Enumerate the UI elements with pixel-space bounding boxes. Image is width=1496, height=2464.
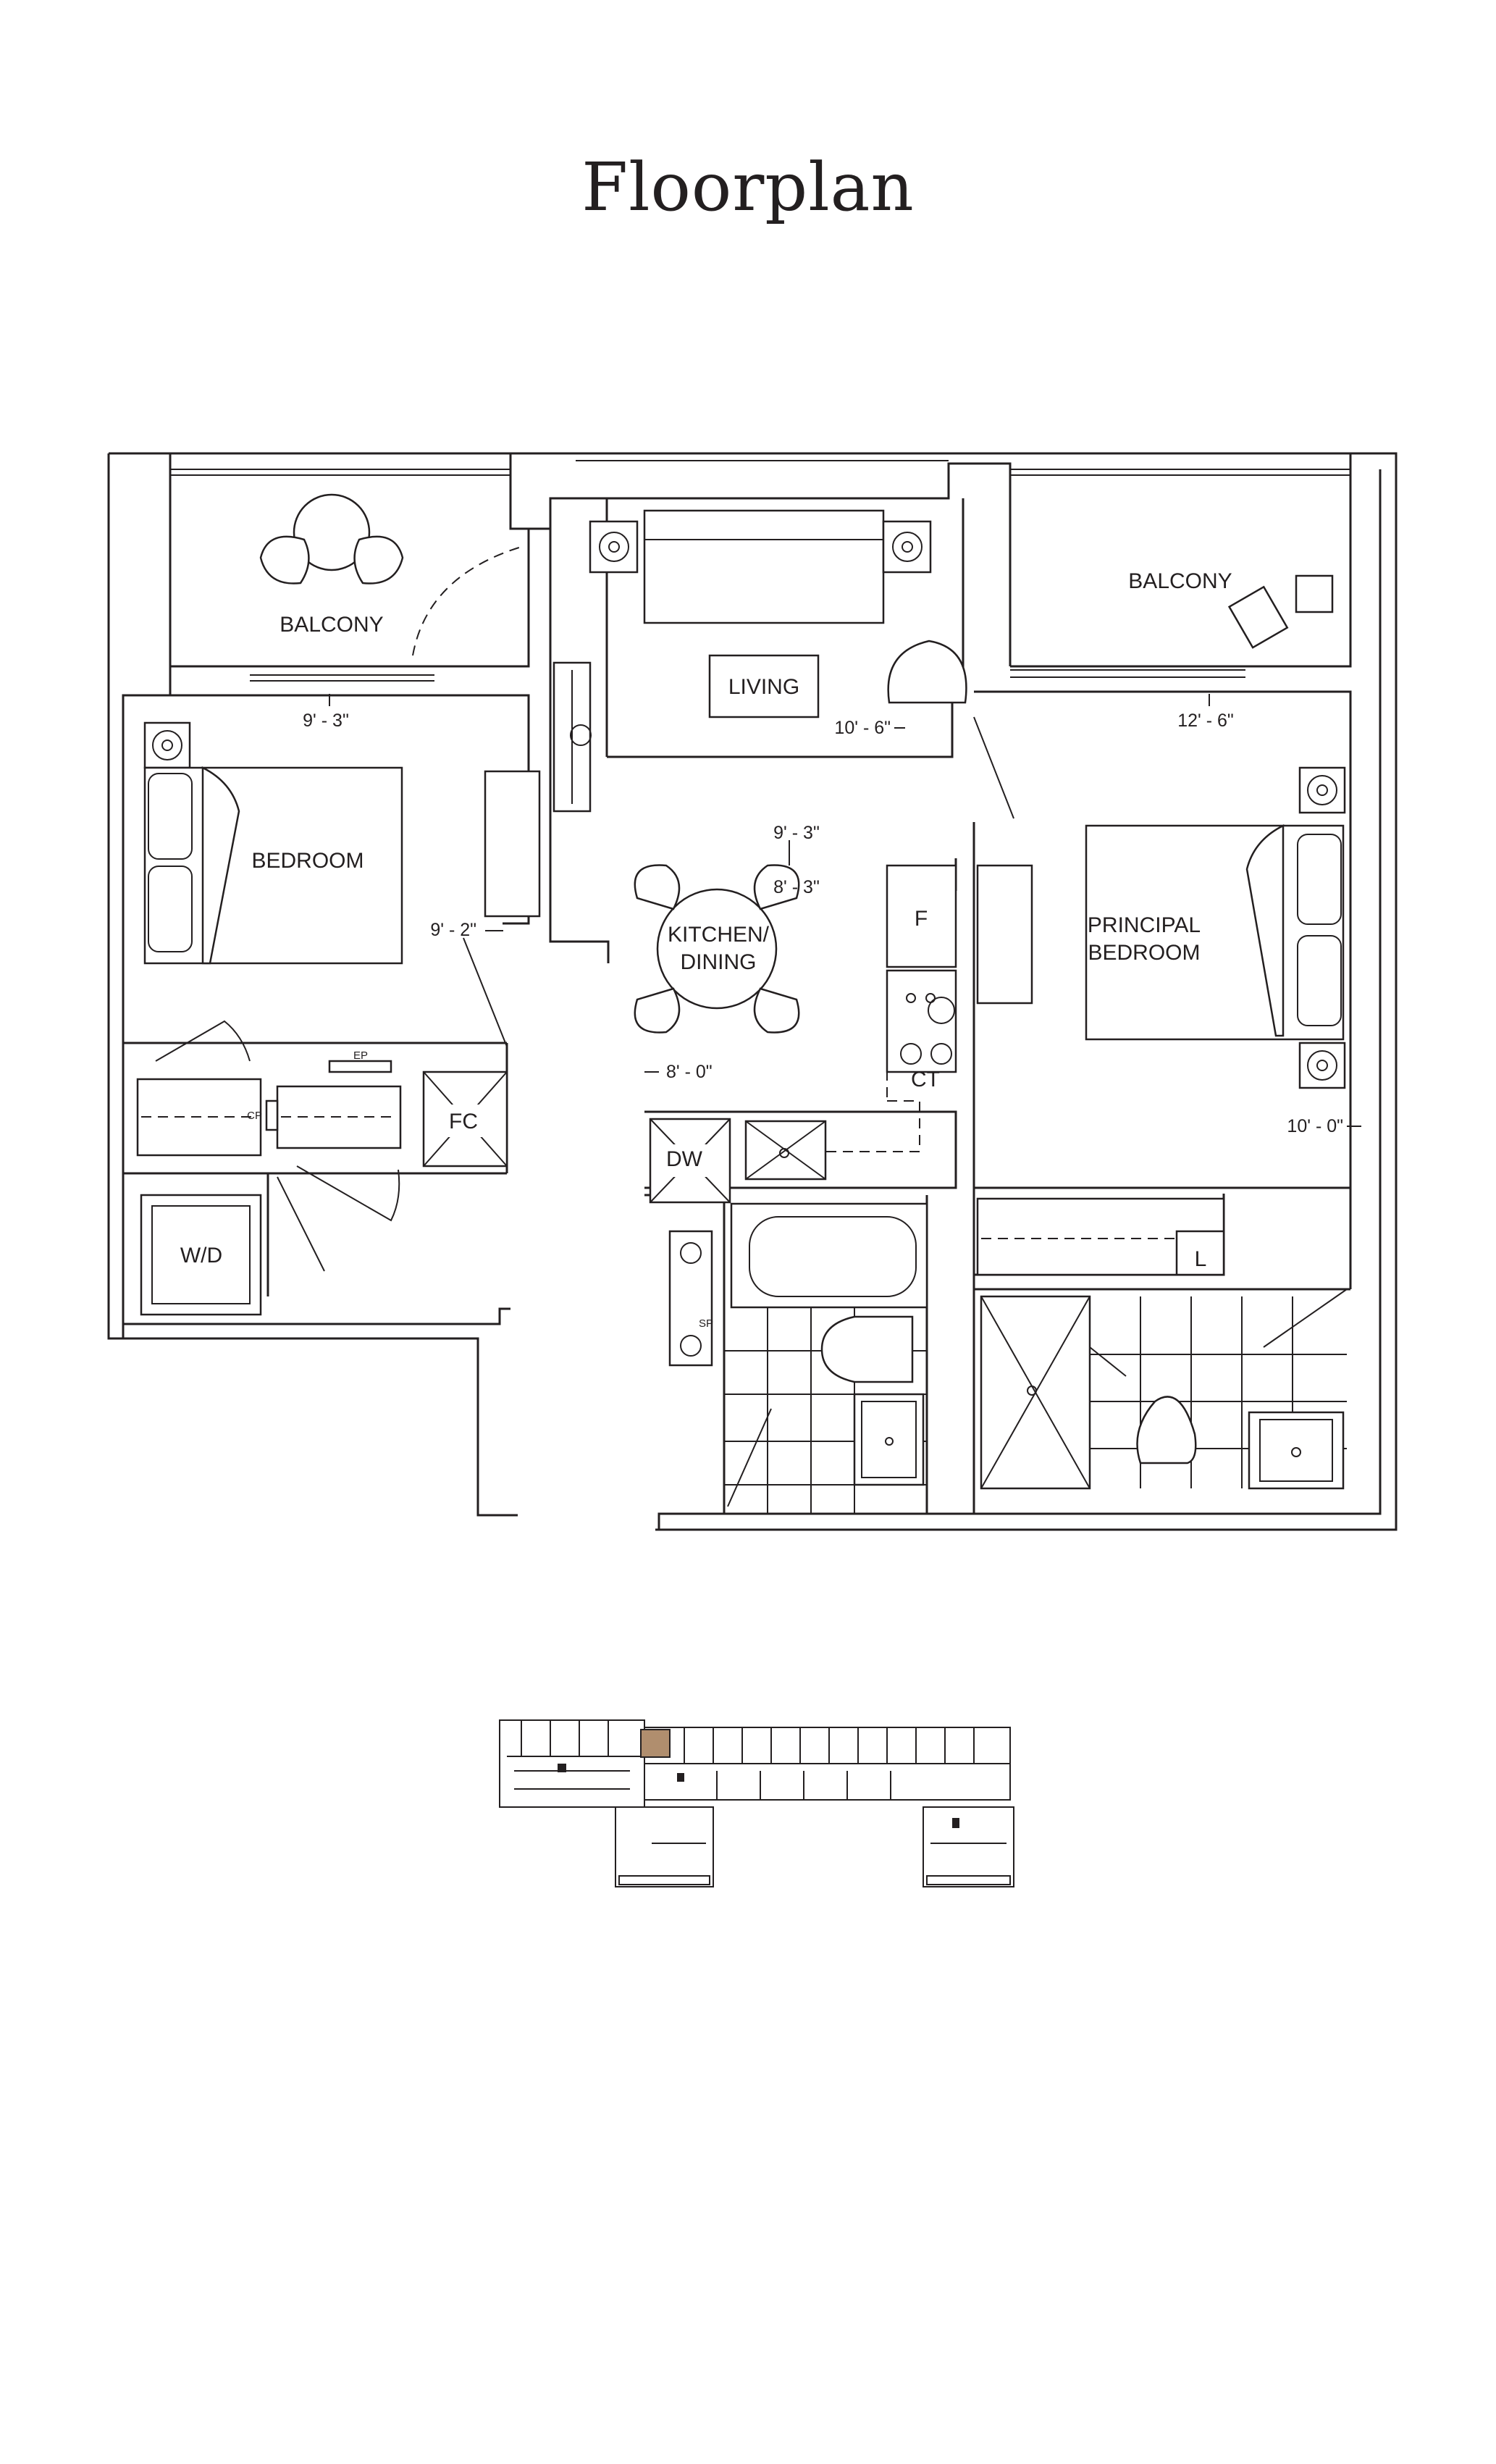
room-label-kitchen-line2: DINING [681,950,757,974]
key-plan-unit-highlight [640,1729,671,1758]
key-plan [499,1719,1014,1887]
page-title: Floorplan [581,148,915,226]
dim-kitchen-b: 8' - 3" [773,877,820,897]
dim-kitchen-a: 9' - 3" [773,823,820,843]
fixture-label-dishwasher: DW [666,1147,703,1171]
fixture-label-cp: CP [247,1110,262,1122]
dimension-markers [329,694,1361,1127]
dim-bedroom-depth: 9' - 2" [430,920,476,940]
fixture-label-fridge: F [915,907,928,931]
balcony-right-furniture [1227,574,1334,649]
dim-kitchen-c: 8' - 0" [666,1062,713,1082]
dim-bedroom-width: 9' - 3" [303,711,349,731]
fixture-label-cooktop: CT [911,1068,940,1091]
fixture-label-ep: EP [353,1049,368,1062]
room-label-bedroom: BEDROOM [251,849,364,873]
dim-principal-depth: 10' - 0" [1287,1116,1343,1136]
balcony-left-furniture [259,493,522,656]
room-label-living: LIVING [728,675,799,699]
bedroom-furniture [136,721,541,1316]
dim-principal-width: 12' - 6" [1177,711,1234,731]
main-bath [668,1202,928,1514]
living-furniture [552,509,967,813]
kitchen-dining-furniture [634,864,1033,1204]
room-label-balcony-right: BALCONY [1128,569,1232,593]
fixture-label-sp: SP [699,1317,713,1330]
principal-bedroom-furniture [973,716,1348,1490]
room-label-principal-line2: BEDROOM [1088,941,1200,965]
fixture-label-furnace: FC [449,1110,478,1133]
room-label-principal-line1: PRINCIPAL [1088,913,1201,937]
room-label-kitchen-line1: KITCHEN/ [668,923,770,947]
fixture-label-linen: L [1195,1247,1207,1271]
room-label-balcony-left: BALCONY [280,613,383,637]
dim-living-width: 10' - 6" [834,718,891,738]
fixture-label-washer-dryer: W/D [180,1244,222,1267]
